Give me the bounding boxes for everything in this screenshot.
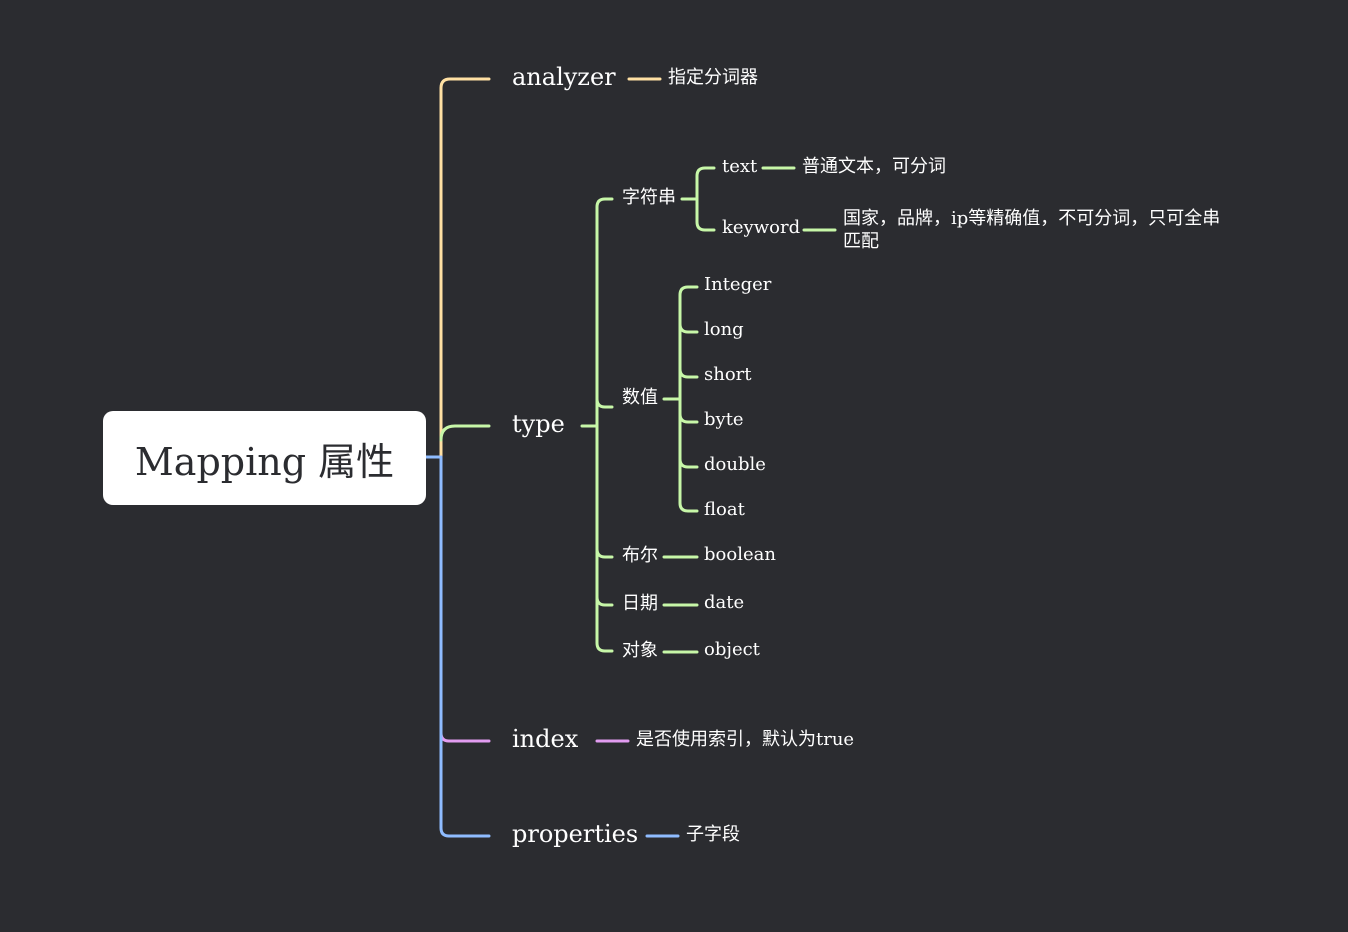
object-node[interactable]: 对象 — [622, 640, 658, 661]
number-tick-long — [678, 322, 699, 334]
keyword-node[interactable]: keyword — [722, 217, 801, 238]
number-item-double[interactable]: double — [704, 454, 766, 475]
number-tick-byte — [678, 412, 699, 424]
properties-node[interactable]: properties — [512, 820, 639, 848]
properties-note[interactable]: 子字段 — [686, 824, 740, 845]
bool-value[interactable]: boolean — [704, 544, 776, 565]
type-bool-tick — [595, 547, 614, 559]
text-node[interactable]: text — [722, 156, 758, 177]
string-bracket — [695, 166, 716, 232]
number-tick-double — [678, 457, 699, 469]
date-node[interactable]: 日期 — [622, 593, 658, 614]
root-node[interactable]: Mapping 属性 — [103, 411, 426, 505]
type-branch-line — [439, 424, 491, 442]
number-node[interactable]: 数值 — [622, 387, 658, 408]
analyzer-node[interactable]: analyzer — [512, 63, 616, 91]
date-value[interactable]: date — [704, 592, 745, 613]
type-bracket — [595, 197, 614, 653]
index-node[interactable]: index — [512, 725, 579, 753]
number-item-float[interactable]: float — [704, 499, 745, 520]
analyzer-branch-line — [439, 77, 491, 459]
string-node[interactable]: 字符串 — [622, 187, 676, 208]
analyzer-note[interactable]: 指定分词器 — [668, 67, 758, 88]
number-tick-short — [678, 367, 699, 379]
type-node[interactable]: type — [512, 410, 565, 438]
bool-node[interactable]: 布尔 — [622, 545, 658, 566]
type-number-tick — [595, 397, 614, 409]
number-item-long[interactable]: long — [704, 319, 744, 340]
object-value[interactable]: object — [704, 639, 760, 660]
number-bracket — [678, 285, 699, 513]
properties-branch-line — [439, 455, 491, 838]
type-date-tick — [595, 595, 614, 607]
number-item-short[interactable]: short — [704, 364, 752, 385]
text-note[interactable]: 普通文本，可分词 — [802, 156, 946, 177]
root-label: Mapping 属性 — [134, 439, 395, 484]
keyword-note[interactable]: 国家，品牌，ip等精确值，不可分词，只可全串匹配 — [843, 208, 1221, 253]
number-item-byte[interactable]: byte — [704, 409, 744, 430]
number-item-integer[interactable]: Integer — [704, 274, 772, 295]
index-note[interactable]: 是否使用索引，默认为true — [636, 729, 855, 750]
index-branch-line — [439, 455, 491, 743]
